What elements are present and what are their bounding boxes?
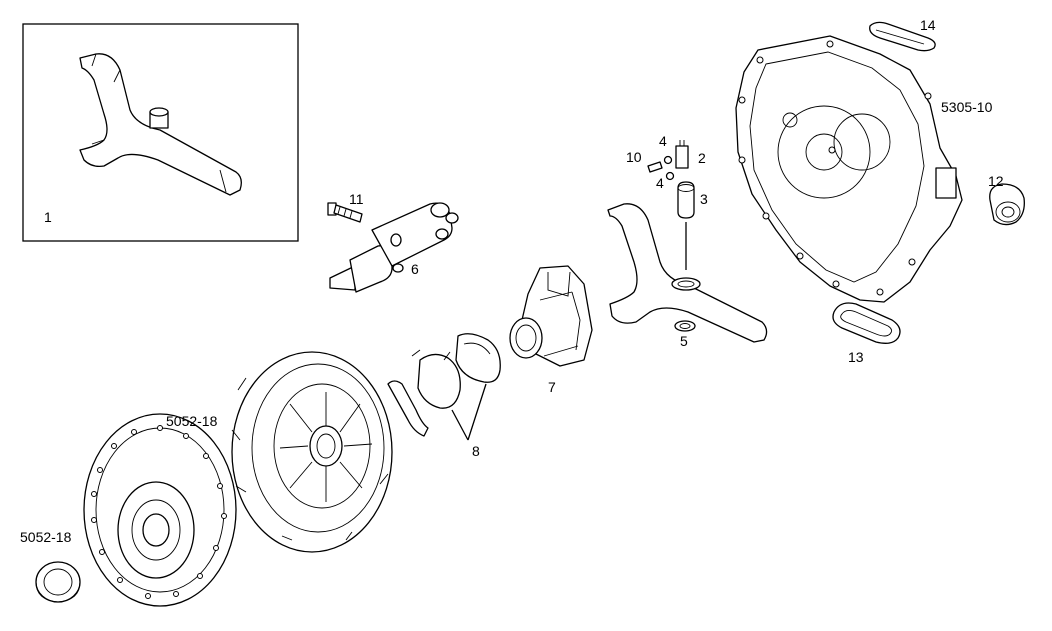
label-part-10: 10 [626,149,642,165]
pilot-bearing [35,561,81,603]
label-housing: 5305-10 [941,99,993,115]
label-part-3: 3 [700,191,708,207]
seal-ring [832,302,901,344]
bell-housing [735,35,963,303]
clutch-slave-cylinder [329,202,459,293]
label-part-14: 14 [920,17,936,33]
gasket-top [869,21,936,52]
label-part-12: 12 [988,173,1004,189]
label-part-1: 1 [44,209,52,225]
label-part-7: 7 [548,379,556,395]
pressure-plate [231,351,393,553]
label-part-6: 6 [411,261,419,277]
label-part-2: 2 [698,150,706,166]
cover-plug [989,183,1025,226]
label-part-11: 11 [349,191,364,207]
label-part-4-top: 4 [659,133,667,149]
bolt [327,202,363,223]
retaining-clips [387,333,501,441]
label-part-13: 13 [848,349,864,365]
release-bearing [509,265,593,367]
label-part-5: 5 [680,333,688,349]
inset-release-fork [22,23,299,242]
label-part-4-bottom: 4 [656,175,664,191]
label-clutch-cover: 5052-18 [166,413,218,429]
release-fork [607,203,768,343]
label-bearing: 5052-18 [20,529,72,545]
sensor-assembly [647,140,695,270]
clutch-disc [83,413,237,607]
label-part-8: 8 [472,443,480,459]
